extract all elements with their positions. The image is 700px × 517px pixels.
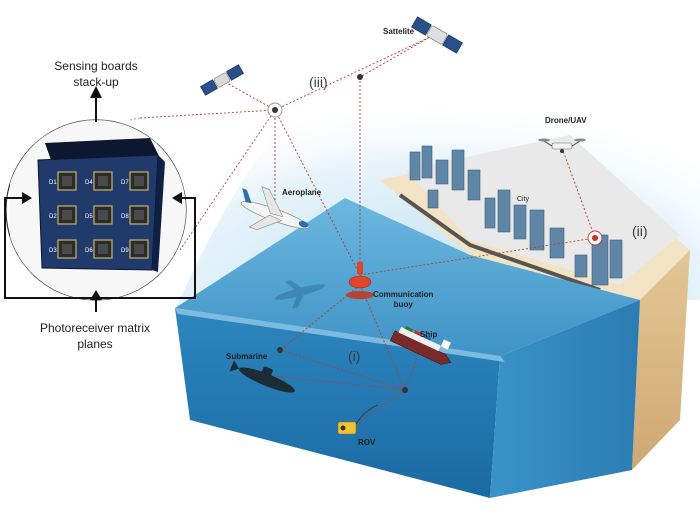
photodiode-tag: D7 [121,180,129,186]
photodiode-tag: D9 [121,248,129,254]
satellite-icon [411,16,463,54]
satellite-left-icon [200,64,244,96]
submarine-icon [229,360,295,393]
satellite-label: Sattelite [383,27,415,36]
photodiode-cell: D7 [121,171,149,191]
sea-surface [175,198,640,356]
drone-icon [538,138,586,153]
aeroplane-label: Aeroplane [282,188,322,197]
rov-label: ROV [358,438,376,447]
rov-icon [337,404,379,435]
sea-front-face [175,308,500,498]
arrow-down-icon [90,290,102,300]
arrow-up-icon [90,86,102,98]
inset-bottom-label: Photoreceiver matrix planes [39,321,151,351]
marker-iii: (iii) [309,74,328,90]
photodiode-tag: D5 [85,214,93,220]
drone-label: Drone/UAV [545,116,587,125]
photodiode-tag: D8 [121,214,129,220]
marker-ii: (ii) [632,223,648,239]
aeroplane-shadow [274,280,326,309]
photodiode-cell: D8 [121,205,149,225]
photodiode-tag: D6 [85,248,93,254]
ship-icon [389,326,452,365]
photodiode-cell: D2 [49,205,77,225]
communication-buoy-icon [346,262,374,299]
photodiode-cell: D1 [49,171,77,191]
arrow-left-icon [172,192,182,204]
marker-i: (i) [348,348,361,364]
inset-top-label: Sensing boards stack-up [54,59,138,89]
photodiode-cell: D5 [85,205,113,225]
photodiode-cell: D6 [85,239,113,259]
sea-right-face [490,300,640,498]
submarine-label: Submarine [226,352,268,361]
photodiode-tag: D4 [85,180,93,186]
sand-wall [632,250,690,470]
photodiode-cell: D3 [49,239,77,259]
city-label: City [517,196,530,203]
aeroplane-icon [240,186,310,231]
photodiode-cell: D4 [85,171,113,191]
photodiode-tag: D3 [49,248,57,254]
photodiode-tag: D2 [49,214,57,220]
photodiode-tag: D1 [49,180,57,186]
buoy-label: Communication buoy [373,290,434,309]
ship-label: Ship [420,330,438,339]
photodiode-cell: D9 [121,239,149,259]
road [398,193,601,292]
city-buildings [409,145,623,286]
link-nodes [267,74,603,393]
arrow-right-icon [22,192,32,204]
